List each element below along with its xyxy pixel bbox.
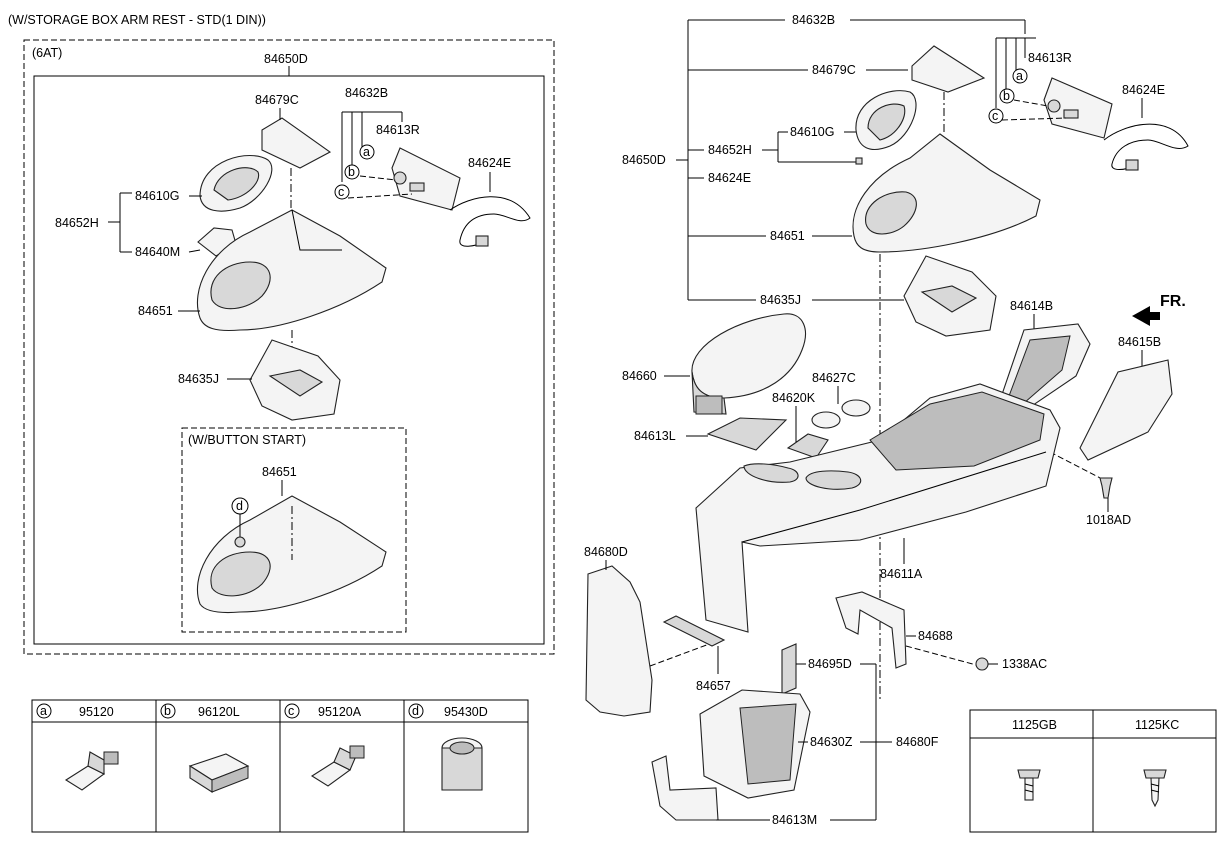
callout-84640M[interactable]: 84640M [135,245,180,259]
front-arrow-icon [1132,306,1160,326]
ref-b-right: b [1003,89,1010,103]
callout-84650D[interactable]: 84650D [264,52,308,66]
front-marker: FR. [1160,293,1186,310]
callout-84610G-right[interactable]: 84610G [790,125,834,139]
part-1018AD-screw[interactable] [1099,477,1113,499]
callout-84632B-right[interactable]: 84632B [792,13,835,27]
bolt-part-1125GB[interactable]: 1125GB [1012,718,1057,732]
callout-84627C[interactable]: 84627C [812,371,856,385]
part-84615B-side-cover[interactable] [1079,359,1173,461]
part-84620K-insert[interactable] [786,433,829,459]
callout-84624E-right[interactable]: 84624E [708,171,751,185]
part-84613R-switch-panel[interactable] [391,147,461,211]
ref-c-label: c [338,185,344,199]
part-96120L-jack[interactable] [188,753,250,794]
callout-84611A[interactable]: 84611A [880,567,923,581]
legend-part-96120L[interactable]: 96120L [198,705,240,719]
callout-84679C[interactable]: 84679C [255,93,299,107]
callout-84651-right[interactable]: 84651 [770,229,805,243]
part-84688-bracket[interactable] [835,591,907,669]
ref-b-label: b [348,165,355,179]
callout-84695D[interactable]: 84695D [808,657,852,671]
callout-84660[interactable]: 84660 [622,369,657,383]
part-84624E-harness[interactable] [449,196,531,247]
part-95430D-start-button[interactable] [441,737,483,791]
callout-84614B[interactable]: 84614B [1010,299,1053,313]
legend-key-c: c [288,704,294,718]
callout-84610G[interactable]: 84610G [135,189,179,203]
legend-key-b: b [164,704,171,718]
part-84679C-lid-right[interactable] [911,45,986,93]
callout-84630Z[interactable]: 84630Z [810,735,853,749]
callout-84624E-right-top[interactable]: 84624E [1122,83,1165,97]
part-84613M-bracket[interactable] [651,755,719,821]
variant-frame-6at [23,39,555,655]
part-84613L-mat[interactable] [706,417,788,451]
callout-84651[interactable]: 84651 [138,304,173,318]
ref-a-right: a [1016,69,1023,83]
diagram-title: (W/STORAGE BOX ARM REST - STD(1 DIN)) [8,13,266,27]
callout-84615B[interactable]: 84615B [1118,335,1161,349]
variant-label-button-start: (W/BUTTON START) [188,433,306,447]
callout-84651-button-start[interactable]: 84651 [262,465,297,479]
legend-key-d: d [412,704,419,718]
callout-84680F[interactable]: 84680F [896,735,939,749]
legend-part-95120[interactable]: 95120 [79,705,114,719]
legend-part-95430D[interactable]: 95430D [444,705,488,719]
ref-c-right: c [992,109,998,123]
callout-84650D-right[interactable]: 84650D [622,153,666,167]
variant-label-6at: (6AT) [32,46,62,60]
part-84695D-cover[interactable] [781,643,797,695]
part-84627C-ring-2[interactable] [841,399,871,417]
variant-frame-button-start [181,427,407,633]
callout-84680D[interactable]: 84680D [584,545,628,559]
callout-84657[interactable]: 84657 [696,679,731,693]
callout-84635J[interactable]: 84635J [178,372,219,386]
callout-84624E[interactable]: 84624E [468,156,511,170]
part-95120A-switch[interactable] [310,745,365,787]
part-84660-armrest[interactable] [691,313,806,399]
part-84680D-side-cover[interactable] [585,565,653,717]
ref-circle-c [334,184,350,200]
part-84627C-ring-1[interactable] [811,411,841,429]
callout-84620K[interactable]: 84620K [772,391,816,405]
callout-84688[interactable]: 84688 [918,629,953,643]
part-84679C-lid[interactable] [261,117,332,169]
ref-d-label: d [236,499,243,513]
callout-84613L[interactable]: 84613L [634,429,676,443]
part-1338AC-nut[interactable] [975,657,989,671]
part-84613R-switch-panel-right[interactable] [1043,77,1113,139]
part-84624E-harness-right[interactable] [1103,123,1189,170]
callout-1018AD[interactable]: 1018AD [1086,513,1131,527]
bolt-part-1125KC[interactable]: 1125KC [1135,718,1179,732]
callout-1338AC[interactable]: 1338AC [1002,657,1047,671]
callout-84635J-right[interactable]: 84635J [760,293,801,307]
legend-part-95120A[interactable]: 95120A [318,705,362,719]
bolt-1125GB-icon [1017,769,1041,801]
ref-circle-b [344,164,360,180]
bolt-1125KC-icon [1143,769,1167,808]
callout-84613R[interactable]: 84613R [376,123,420,137]
part-84657-trim[interactable] [662,615,726,647]
callout-84632B[interactable]: 84632B [345,86,388,100]
legend-key-a: a [40,704,47,718]
part-95120-switch[interactable] [64,751,119,791]
callout-84679C-right[interactable]: 84679C [812,63,856,77]
ref-circle-a [359,144,375,160]
callout-84652H[interactable]: 84652H [55,216,99,230]
callout-84652H-right[interactable]: 84652H [708,143,752,157]
callout-84613M[interactable]: 84613M [772,813,817,827]
callout-84613R-right[interactable]: 84613R [1028,51,1072,65]
ref-a-label: a [363,145,370,159]
